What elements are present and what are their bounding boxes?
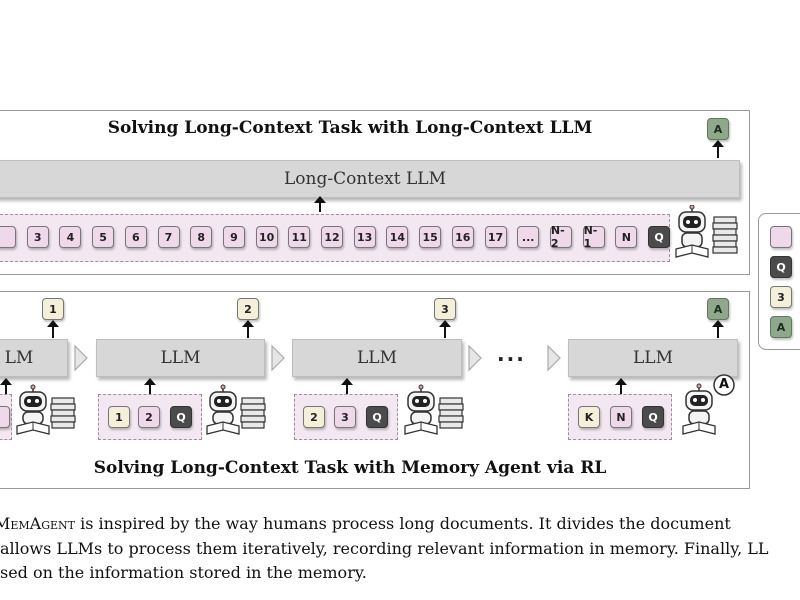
caption-method-name: MemAgent (0, 514, 76, 533)
top-panel-title: Solving Long-Context Task with Long-Cont… (107, 118, 593, 138)
step2-next-chevron (271, 344, 285, 372)
final-input-token-3: Q (642, 406, 664, 428)
memory-agent-panel (0, 291, 750, 489)
top-chunk-token: 16 (451, 226, 474, 248)
legend-memory-token: 3 (770, 286, 792, 308)
top-chunk-token: 8 (190, 226, 213, 248)
top-chunk-token: N-1 (582, 224, 605, 250)
step2-output-arrow (242, 320, 254, 338)
step2-input-token-2: 2 (138, 406, 160, 428)
final-input-token-1: K (578, 406, 600, 428)
ellipsis-next-chevron (547, 344, 561, 372)
step2-input-arrow (144, 378, 156, 394)
figure-caption-line-1: MemAgent is inspired by the way humans p… (0, 512, 731, 536)
top-chunk-token: 5 (92, 226, 115, 248)
top-chunk-token: 9 (222, 226, 245, 248)
long-context-llm-bar: Long-Context LLM (0, 160, 740, 198)
step2-input-token-1: 1 (108, 406, 130, 428)
step3-output-token: 3 (434, 298, 456, 320)
robot-reading-icon (16, 384, 76, 435)
top-chunk-token: 10 (255, 226, 278, 248)
top-input-arrow (314, 196, 326, 212)
top-chunk-token: N (615, 226, 638, 248)
top-chunk-token: 7 (157, 226, 180, 248)
step3-next-chevron (468, 344, 482, 372)
robot-reading-icon (404, 384, 464, 435)
step2-llm-box: LLM (96, 339, 265, 377)
top-chunk-token: 12 (321, 226, 343, 248)
top-chunk-token: 15 (419, 226, 442, 248)
top-chunk-token (0, 226, 16, 248)
step1-output-token: 1 (42, 298, 64, 320)
top-chunk-token: 11 (288, 226, 311, 248)
robot-answering-icon (682, 374, 735, 435)
final-input-token-2: N (610, 406, 632, 428)
top-chunk-token: 17 (484, 226, 507, 248)
step3-input-token-1: 2 (303, 406, 325, 428)
speech-bubble-label: A (718, 377, 730, 392)
final-answer-arrow (712, 320, 724, 338)
legend-question-token: Q (770, 256, 792, 278)
steps-ellipsis: ... (497, 342, 526, 366)
final-answer-token: A (707, 298, 729, 320)
step1-input-arrow (0, 378, 12, 394)
top-chunk-token: 13 (353, 226, 376, 248)
step1-output-arrow (47, 320, 59, 338)
legend-answer-token: A (770, 316, 792, 338)
figure-caption-line-3: sed on the information stored in the mem… (0, 563, 367, 582)
step3-input-arrow (341, 378, 353, 394)
step2-output-token: 2 (237, 298, 259, 320)
top-chunk-token: N-2 (549, 224, 572, 250)
step3-input-token-2: 3 (334, 406, 356, 428)
top-chunk-token: 14 (386, 226, 409, 248)
step1-llm-box: LM (0, 339, 68, 377)
top-chunk-token: 6 (124, 226, 147, 248)
step1-next-chevron (74, 344, 88, 372)
step2-input-token-3: Q (170, 406, 192, 428)
robot-reading-icon (675, 205, 738, 258)
top-question-token: Q (648, 226, 670, 248)
step3-input-token-3: Q (366, 406, 388, 428)
caption-line-1-text: is inspired by the way humans process lo… (75, 514, 731, 533)
final-llm-box: LLM (568, 339, 738, 377)
bottom-panel-title: Solving Long-Context Task with Memory Ag… (93, 458, 607, 478)
top-chunk-token: 3 (26, 226, 49, 248)
step3-output-arrow (439, 320, 451, 338)
top-chunk-token: ... (517, 226, 540, 248)
top-answer-token: A (707, 118, 729, 140)
robot-reading-icon (206, 384, 266, 435)
step1-input-token (0, 406, 10, 428)
figure-caption-line-2: allows LLMs to process them iteratively,… (0, 539, 769, 558)
top-chunk-token: 4 (59, 226, 82, 248)
final-input-arrow (615, 378, 627, 394)
legend-chunk-token (770, 226, 792, 248)
step3-llm-box: LLM (292, 339, 462, 377)
top-answer-arrow (712, 140, 724, 158)
